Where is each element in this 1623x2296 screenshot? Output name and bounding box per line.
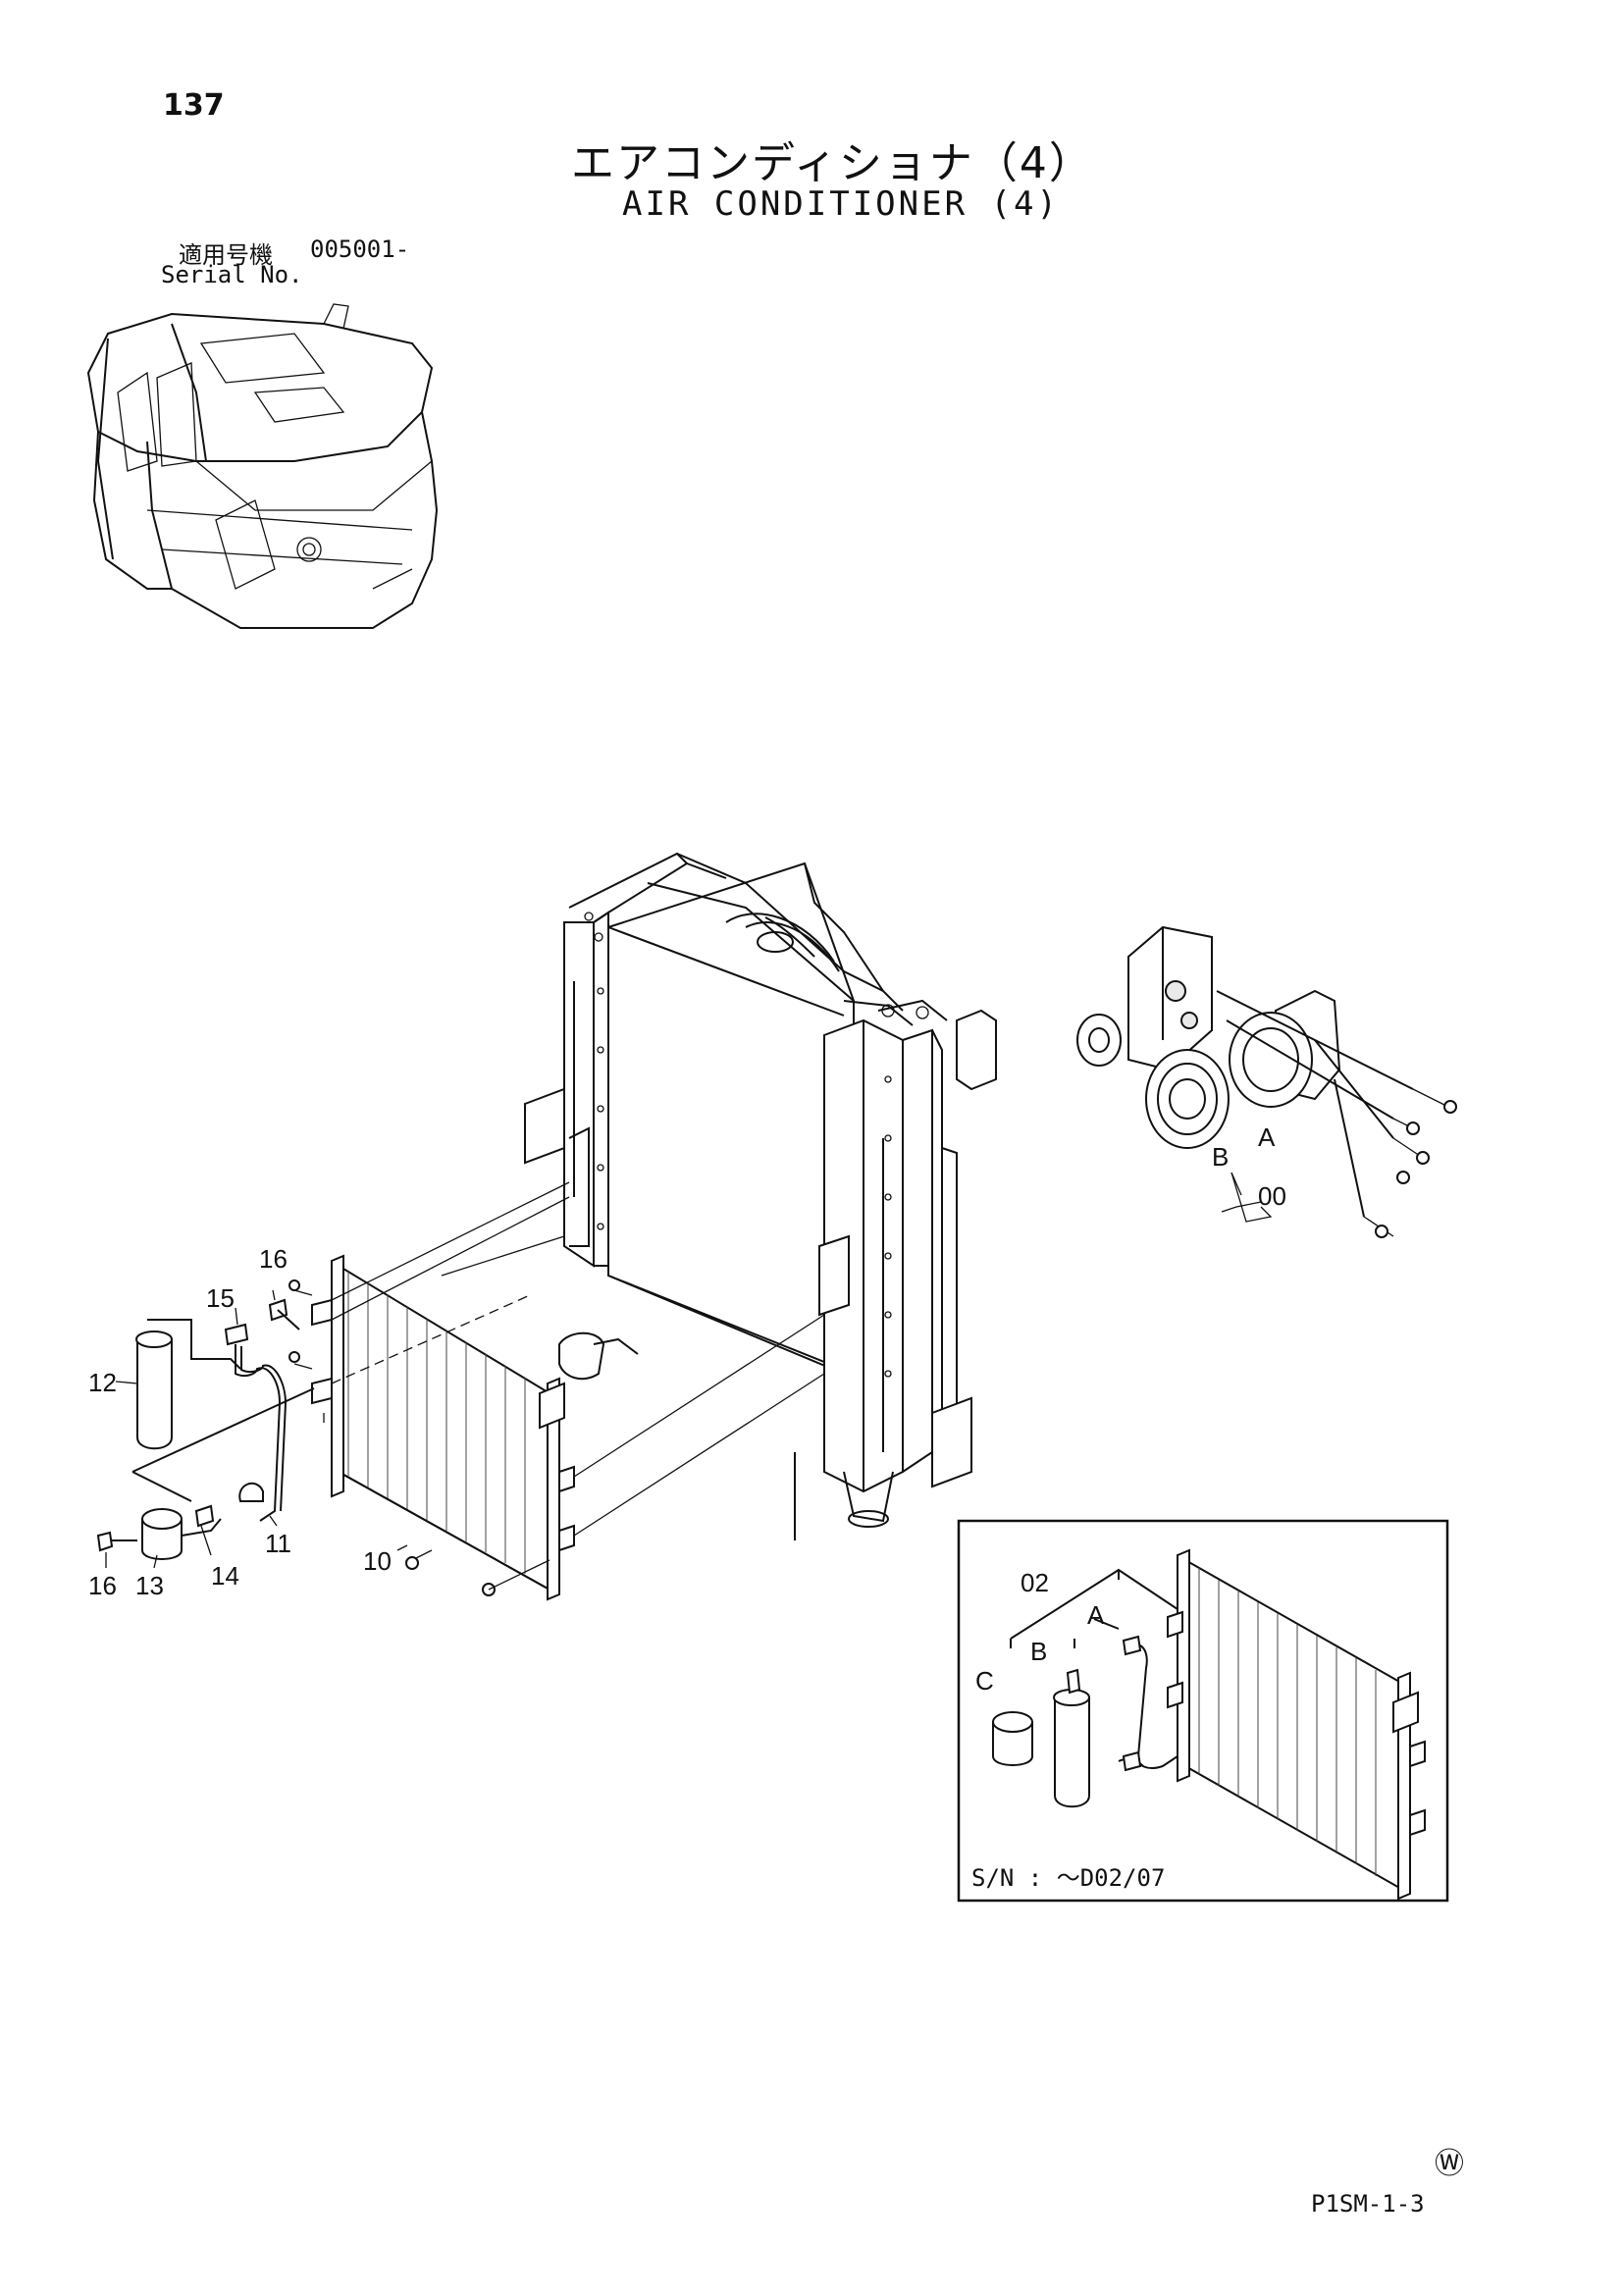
callout-inset-a: A: [1087, 1600, 1105, 1630]
callout-compressor-00: 00: [1258, 1181, 1286, 1211]
serial-number-value: 005001-: [310, 235, 410, 263]
machine-overview-illustration: [86, 303, 439, 629]
callout-compressor-b: B: [1212, 1142, 1229, 1172]
condenser-unit: [288, 1181, 825, 1601]
inset-older-serial-box: [957, 1519, 1449, 1903]
serial-label-english: Serial No.: [161, 261, 303, 288]
page-code: P1SM-1-3: [1311, 2190, 1425, 2218]
page-title-english: AIR CONDITIONER (4): [622, 184, 1060, 224]
callout-14: 14: [211, 1561, 239, 1591]
leader-lines: [105, 1172, 1262, 1569]
callout-inset-c: C: [975, 1666, 994, 1696]
callout-12: 12: [88, 1368, 117, 1397]
marker-w-symbol: Ⓦ: [1435, 2147, 1464, 2181]
callout-16-lower: 16: [88, 1571, 117, 1600]
callout-11: 11: [265, 1529, 291, 1558]
page-number: 137: [163, 88, 225, 123]
inset-serial-range: S/N : ～D02/07: [971, 1864, 1165, 1892]
callout-inset-b: B: [1030, 1637, 1047, 1666]
callout-compressor-a: A: [1258, 1122, 1276, 1152]
compressor-assembly: [1076, 925, 1457, 1238]
serial-label-japanese: 適用号機: [179, 241, 273, 269]
callout-13: 13: [135, 1571, 164, 1600]
callout-15: 15: [206, 1283, 235, 1313]
receiver-drier-parts: [96, 1298, 315, 1560]
page-title-japanese: エアコンディショナ（4）: [571, 138, 1094, 188]
callout-10: 10: [363, 1546, 392, 1576]
callout-inset-02: 02: [1021, 1568, 1049, 1597]
radiator-frame-assembly: [524, 852, 997, 1540]
callout-16-upper: 16: [259, 1244, 288, 1274]
